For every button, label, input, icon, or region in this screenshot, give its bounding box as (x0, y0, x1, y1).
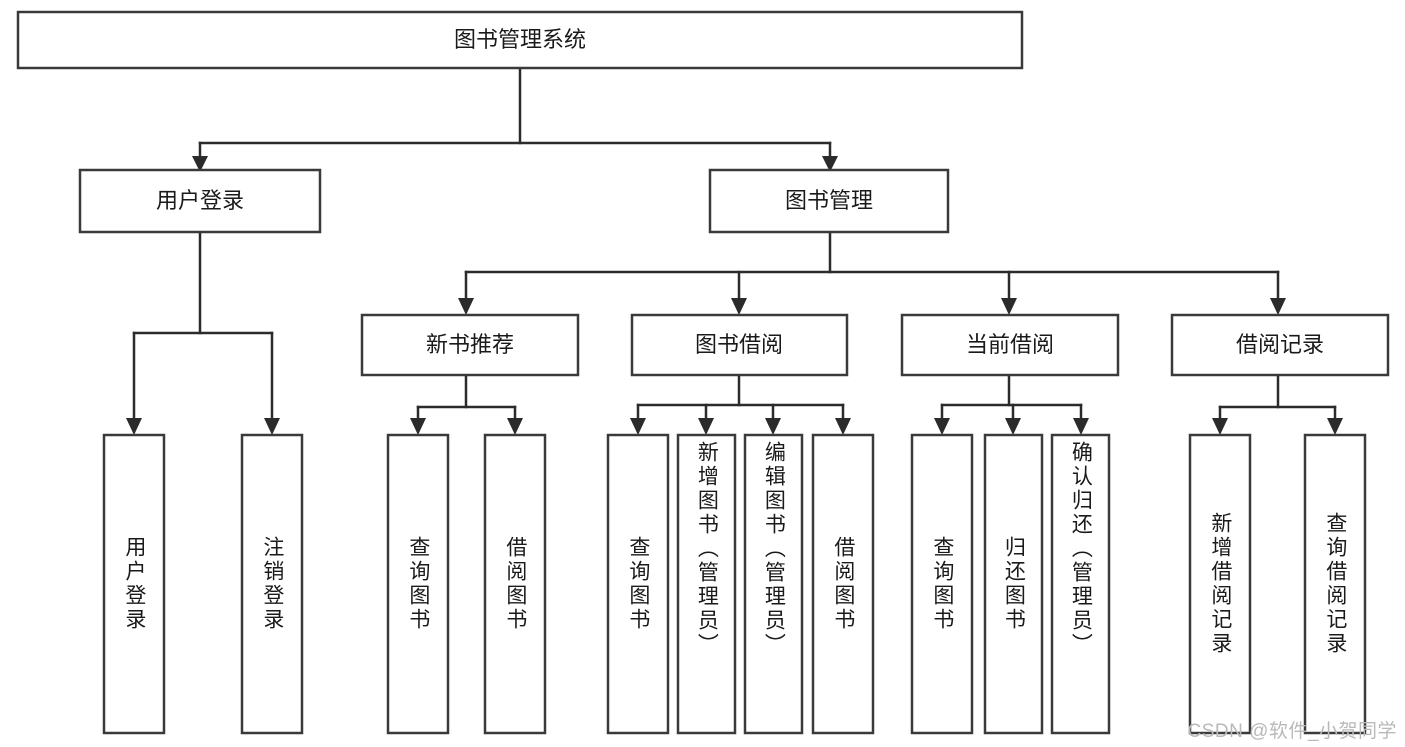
node-book-borrow-box[interactable] (630, 313, 849, 377)
arrowhead-leaf-return-book (1005, 418, 1021, 435)
node-book-manage[interactable]: 图书管理 (708, 168, 950, 234)
node-leaf-edit-book-admin-box[interactable] (743, 433, 804, 735)
node-new-book-recommend-box[interactable] (360, 313, 580, 377)
arrowhead-leaf-query-borrow-record (1327, 418, 1343, 435)
connector-group-current-borrow-to-leaves (934, 373, 1089, 435)
arrowhead-new-book-recommend (458, 298, 474, 315)
node-current-borrow[interactable]: 当前借阅 (900, 313, 1120, 377)
arrowhead-borrow-record (1270, 298, 1286, 315)
connector-group-root-to-level2 (192, 66, 838, 172)
node-new-book-recommend-label: 新书推荐 (426, 332, 514, 357)
arrowhead-leaf-borrow-book-2 (835, 418, 851, 435)
node-leaf-user-logout-box[interactable] (240, 433, 304, 735)
arrowhead-leaf-borrow-book-1 (507, 418, 523, 435)
arrowhead-leaf-query-book-1 (410, 418, 426, 435)
node-user-login-box[interactable] (78, 168, 322, 234)
node-leaf-borrow-book-2-box[interactable] (811, 433, 875, 735)
node-borrow-record-box[interactable] (1170, 313, 1390, 377)
node-leaf-borrow-book-1-box[interactable] (483, 433, 547, 735)
connector-group-new-book-recommend-to-leaves (410, 373, 523, 435)
node-leaf-query-book-2-box[interactable] (606, 433, 670, 735)
node-user-login-label: 用户登录 (156, 188, 244, 213)
node-leaf-add-borrow-record-box[interactable] (1188, 433, 1252, 735)
connector-group-user-login-to-leaves (126, 230, 280, 435)
arrowhead-leaf-user-logout (264, 418, 280, 435)
node-leaf-query-book-1-box[interactable] (386, 433, 450, 735)
node-leaf-query-book-3-box[interactable] (910, 433, 974, 735)
node-user-login[interactable]: 用户登录 (78, 168, 322, 234)
node-leaf-return-book-box[interactable] (983, 433, 1044, 735)
arrowhead-leaf-add-borrow-record (1212, 418, 1228, 435)
connector-group-borrow-record-to-leaves (1212, 373, 1343, 435)
node-root-label: 图书管理系统 (454, 27, 586, 52)
arrowhead-leaf-user-login (126, 418, 142, 435)
arrowhead-book-manage (822, 156, 838, 172)
node-root-box[interactable] (16, 10, 1024, 70)
node-new-book-recommend[interactable]: 新书推荐 (360, 313, 580, 377)
node-book-manage-box[interactable] (708, 168, 950, 234)
arrowhead-current-borrow (1001, 298, 1017, 315)
node-leaf-add-book-admin-box[interactable] (676, 433, 737, 735)
node-leaf-query-borrow-record-box[interactable] (1303, 433, 1367, 735)
leaf-box-group (102, 433, 1367, 735)
node-root[interactable]: 图书管理系统 (16, 10, 1024, 70)
arrowhead-user-login (192, 156, 208, 172)
arrowhead-leaf-edit-book-admin (765, 418, 781, 435)
arrowhead-book-borrow (731, 298, 747, 315)
node-borrow-record[interactable]: 借阅记录 (1170, 313, 1390, 377)
node-leaf-user-login-box[interactable] (102, 433, 166, 735)
node-leaf-confirm-return-admin-box[interactable] (1050, 433, 1111, 735)
node-book-borrow[interactable]: 图书借阅 (630, 313, 849, 377)
connector-group-book-borrow-to-leaves (630, 373, 851, 435)
node-book-borrow-label: 图书借阅 (695, 332, 783, 357)
connector-group-book-manage-to-level3 (458, 230, 1286, 315)
node-current-borrow-box[interactable] (900, 313, 1120, 377)
arrowhead-leaf-confirm-return-admin (1073, 418, 1089, 435)
node-current-borrow-label: 当前借阅 (966, 332, 1054, 357)
arrowhead-leaf-query-book-2 (630, 418, 646, 435)
node-borrow-record-label: 借阅记录 (1236, 332, 1324, 357)
node-book-manage-label: 图书管理 (785, 188, 873, 213)
arrowhead-leaf-query-book-3 (934, 418, 950, 435)
arrowhead-leaf-add-book-admin (698, 418, 714, 435)
csdn-watermark: CSDN @软件_小贺同学 (1187, 721, 1397, 742)
